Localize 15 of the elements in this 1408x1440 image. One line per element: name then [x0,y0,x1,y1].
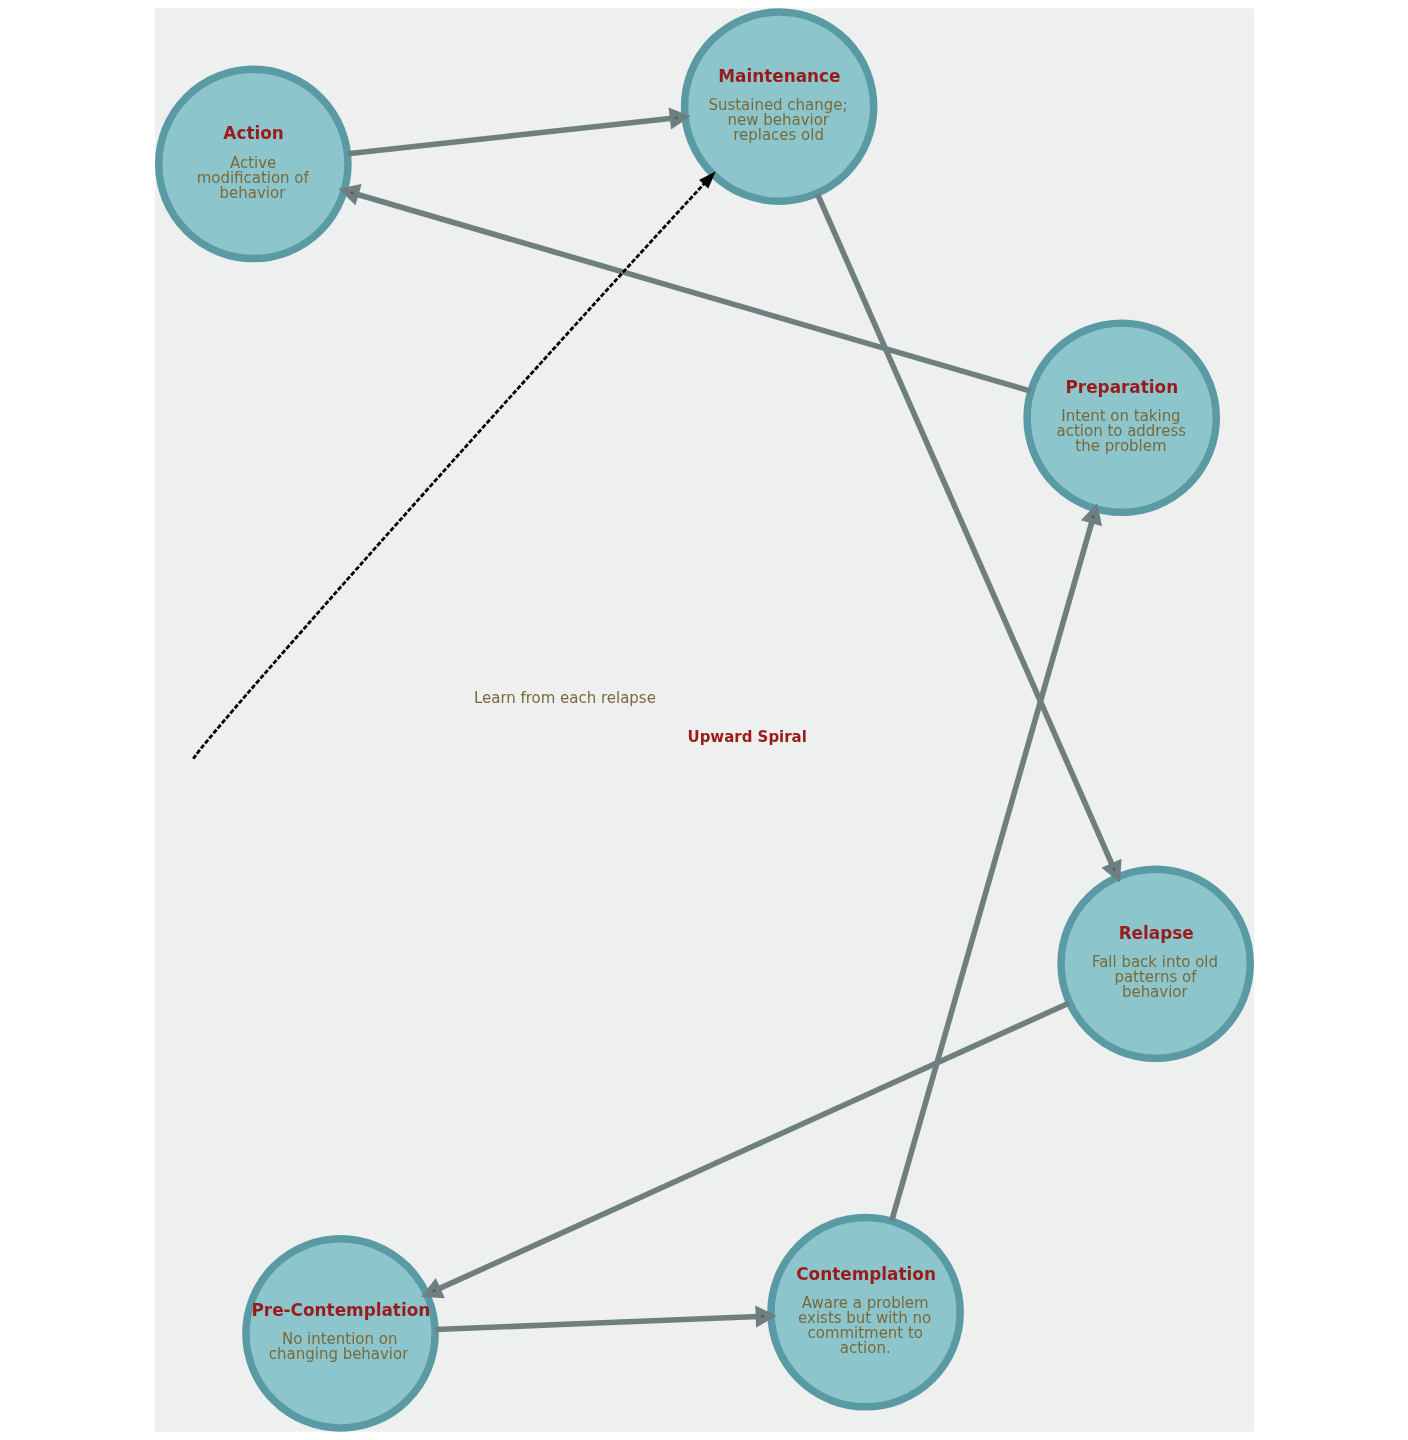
node-circle: Preparation Intent on taking action to address the problem [1022,319,1220,517]
node-circle: Action Active modification of behavior [154,65,352,263]
arrow [346,107,691,157]
label: Upward Spiral [687,728,807,747]
node-circle: Pre-Contemplation No intention on changing behavior [241,1235,439,1432]
arrow [420,1000,1070,1299]
arrow [814,192,1122,883]
arrow [888,503,1102,1222]
label: Learn from each relapse [473,688,656,707]
node-circle: Contemplation Aware a problem exists but with no commitment to action. [766,1213,964,1411]
node-circle: Maintenance Sustained change; new behavior replaces old [680,8,877,205]
arrow [434,1305,777,1333]
node-circle: Relapse Fall back into old patterns of behavior [1056,865,1254,1063]
arrow [337,184,1032,394]
arrow [191,171,716,760]
